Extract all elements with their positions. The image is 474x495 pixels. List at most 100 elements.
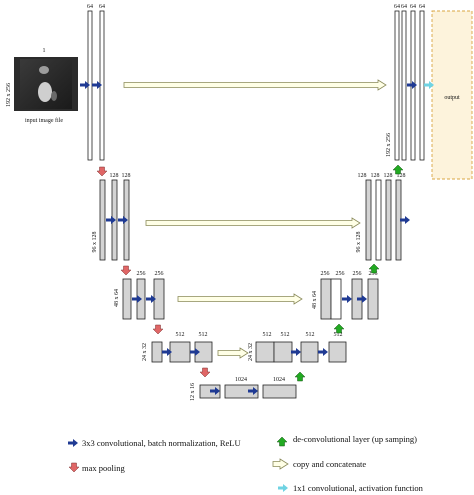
- legend-copy-icon: [272, 458, 289, 470]
- pool-arrow-2: [120, 265, 132, 276]
- level1-enc-ch-2: 64: [99, 4, 105, 10]
- input-caption: input image file: [25, 117, 63, 124]
- conv-arrow-5: [118, 216, 128, 224]
- conv-arrow-8: [146, 295, 156, 303]
- level4-decoder: [255, 341, 347, 363]
- level4-dec-block-1: [255, 341, 275, 363]
- legend-conv-text: 3x3 convolutional, batch normalization, …: [82, 438, 241, 448]
- level2-enc-block-1: [99, 179, 106, 261]
- level3-dec-block-1: [320, 278, 332, 320]
- deconv-arrow-4: [294, 371, 306, 382]
- legend-conv-icon: [68, 439, 78, 447]
- bottleneck-block-3: [262, 384, 297, 399]
- conv-arrow-12: [190, 348, 200, 356]
- conv-arrow-6: [400, 216, 410, 224]
- level3-dec-ch-2: 256: [336, 271, 345, 277]
- level1-dec-block-4: [419, 10, 425, 161]
- level4-enc-block-1: [151, 341, 163, 363]
- conv-arrow-11: [162, 348, 172, 356]
- level1-dec-block-2: [401, 10, 407, 161]
- level3-enc-ch-1: 256: [137, 271, 146, 277]
- conv-arrow-15: [210, 387, 220, 395]
- level2-dec-ch-3: 128: [384, 173, 393, 179]
- level4-dec-ch-1: 512: [263, 332, 272, 338]
- legend: 3x3 convolutional, batch normalization, …: [68, 434, 424, 493]
- level3-dec-block-2: [330, 278, 342, 320]
- level2-dec-size: 96 x 128: [356, 232, 362, 253]
- conv-arrow-2: [92, 81, 102, 89]
- level4-dec-ch-4: 512: [334, 332, 343, 338]
- pool-arrow-4: [199, 367, 211, 378]
- level2-enc-ch-1: 128: [110, 173, 119, 179]
- level4-enc-block-2: [169, 341, 191, 363]
- level4-encoder: [151, 341, 213, 363]
- conv-arrows: [80, 81, 417, 395]
- level4-enc-ch-1: 512: [176, 332, 185, 338]
- legend-deconv-icon: [276, 436, 288, 447]
- level3-dec-ch-3: 256: [353, 271, 362, 277]
- level1-dec-size: 192 x 256: [386, 133, 392, 157]
- deconv-arrow-2: [368, 263, 380, 274]
- level2-dec-block-1: [365, 179, 372, 261]
- level2-dec-ch-4: 128: [397, 173, 406, 179]
- input-image: [14, 57, 78, 111]
- legend-pool-arrow: [68, 462, 80, 473]
- deconv-arrows: [294, 164, 404, 382]
- level3-dec-block-4: [367, 278, 379, 320]
- conv-arrow-3: [407, 81, 417, 89]
- level1-dec-ch-2: 64: [401, 4, 407, 10]
- legend-final-arrow: [278, 484, 288, 492]
- bottleneck-block-2: [224, 384, 259, 399]
- output-label: output: [444, 95, 460, 101]
- level2-dec-block-2: [375, 179, 382, 261]
- copy-arrow-1: [123, 79, 387, 91]
- level4-enc-size: 24 x 32: [142, 343, 148, 361]
- level3-dec-ch-1: 256: [321, 271, 330, 277]
- conv-arrow-13: [291, 348, 301, 356]
- level3-dec-ch-4: 256: [369, 271, 378, 277]
- copy-arrow-2: [145, 217, 361, 229]
- level2-enc-size: 96 x 128: [92, 232, 98, 253]
- input-channels: 1: [43, 48, 46, 54]
- copy-arrow-4: [217, 347, 249, 359]
- level3-enc-ch-2: 256: [155, 271, 164, 277]
- conv-arrow-1: [80, 81, 90, 89]
- legend-pool-text: max pooling: [82, 463, 125, 473]
- copy-arrow-3: [177, 293, 303, 305]
- input-size: 192 x 256: [6, 83, 12, 107]
- bottleneck-size: 12 x 16: [190, 383, 196, 401]
- legend-deconv-text: de-convolutional layer (up samping): [293, 434, 417, 444]
- conv-arrow-4: [106, 216, 116, 224]
- level4-dec-block-4: [328, 341, 347, 363]
- level4-enc-ch-2: 512: [199, 332, 208, 338]
- pool-arrow-1: [96, 166, 108, 177]
- legend-conv-arrow: [68, 439, 78, 447]
- level2-dec-ch-2: 128: [371, 173, 380, 179]
- pool-arrow-3: [152, 324, 164, 335]
- legend-deconv-arrow: [276, 436, 288, 447]
- level1-dec-ch-4: 64: [419, 4, 425, 10]
- level3-enc-size: 48 x 64: [114, 289, 120, 307]
- deconv-arrow-3: [333, 323, 345, 334]
- level3-dec-size: 48 x 64: [312, 291, 318, 309]
- level2-decoder: [365, 179, 402, 261]
- legend-copy-arrow: [272, 458, 289, 470]
- conv-arrow-10: [357, 295, 367, 303]
- level1-dec-block-1: [394, 10, 400, 161]
- output-box: [431, 10, 473, 180]
- pool-arrows: [96, 166, 211, 378]
- conv-arrow-16: [248, 387, 258, 395]
- conv-arrow-9: [342, 295, 352, 303]
- level4-dec-ch-2: 512: [281, 332, 290, 338]
- level4-dec-block-2: [273, 341, 293, 363]
- bottleneck-ch-1: 1024: [235, 377, 247, 383]
- copy-arrows: [123, 79, 387, 359]
- conv-arrow-7: [132, 295, 142, 303]
- level1-dec-ch-1: 64: [394, 4, 400, 10]
- level2-enc-ch-2: 128: [122, 173, 131, 179]
- deconv-arrow-1: [392, 164, 404, 175]
- level4-dec-size: 24 x 32: [248, 343, 254, 361]
- level1-dec-ch-3: 64: [410, 4, 416, 10]
- bottleneck-ch-2: 1024: [273, 377, 285, 383]
